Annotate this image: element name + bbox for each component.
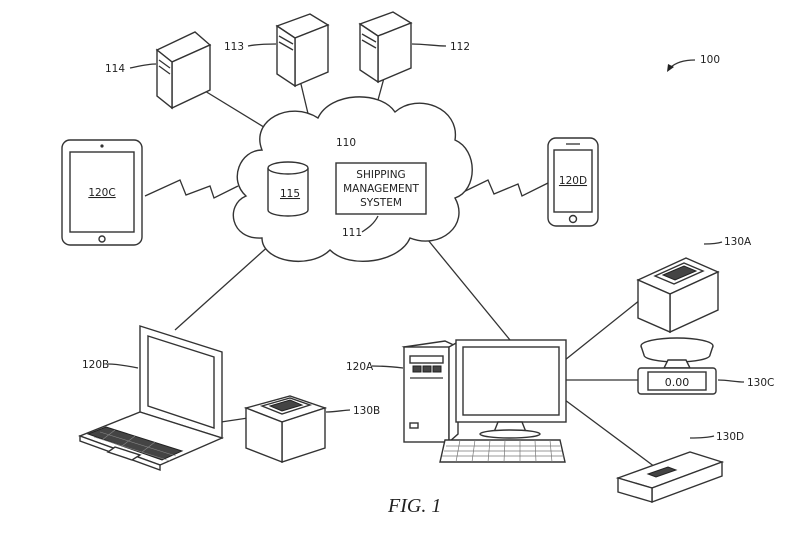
figure-caption: FIG. 1 [387, 495, 441, 517]
scale-130c: 0.00 [637, 337, 717, 395]
printer-130b-leader [325, 409, 351, 413]
server-112-label: 112 [450, 41, 470, 53]
desktop-ref-label: 120A [346, 361, 374, 373]
sms-ref-label: 111 [342, 227, 362, 239]
scale-display-value: 0.00 [665, 376, 690, 389]
printer-130b-label: 130B [353, 405, 380, 417]
link-printer-130b [220, 417, 249, 423]
system-ref-arrow [667, 59, 696, 72]
link-desktop [427, 239, 511, 341]
phone-120d: 120D [547, 137, 599, 227]
laptop-120b [78, 325, 224, 471]
server-114-leader [129, 63, 157, 69]
sms-line-1: SHIPPING [356, 169, 405, 181]
network-ref-label: 110 [336, 137, 356, 149]
printer-130a-label: 130A [724, 236, 752, 248]
connection-lines [174, 77, 656, 468]
laptop-leader [107, 363, 139, 369]
phone-label: 120D [559, 175, 587, 187]
device-130d-label: 130D [716, 431, 744, 443]
device-130d [615, 451, 725, 504]
wireless-link-phone [454, 179, 549, 197]
link-laptop [174, 242, 273, 331]
server-113-icon [275, 13, 330, 88]
link-printer-130a [564, 299, 641, 361]
printer-130a [636, 257, 720, 334]
system-ref-label: 100 [700, 54, 720, 66]
tablet-label: 120C [88, 187, 115, 199]
link-device-130d [564, 399, 656, 468]
scale-ref-label: 130C [747, 377, 774, 389]
scale-leader [717, 379, 745, 383]
sms-line-2: MANAGEMENT [343, 183, 419, 195]
sms-leader-line [361, 215, 379, 233]
printer-130a-leader [703, 241, 723, 245]
sms-line-3: SYSTEM [360, 197, 402, 209]
database-ref-label: 115 [280, 188, 300, 200]
server-112-icon [358, 11, 413, 84]
device-130d-leader [689, 435, 715, 439]
database-icon: 115 [267, 161, 309, 217]
laptop-ref-label: 120B [82, 359, 109, 371]
server-112-leader [411, 43, 447, 47]
desktop-leader [371, 365, 404, 369]
server-113-label: 113 [224, 41, 244, 53]
server-114-label: 114 [105, 63, 125, 75]
server-113-leader [247, 43, 277, 47]
shipping-management-system-box: SHIPPING MANAGEMENT SYSTEM [335, 162, 427, 215]
wireless-link-tablet [144, 179, 239, 199]
desktop-120a [401, 339, 567, 463]
tablet-120c: 120C [61, 139, 143, 246]
server-114-icon [155, 31, 212, 110]
printer-130b [243, 395, 328, 464]
